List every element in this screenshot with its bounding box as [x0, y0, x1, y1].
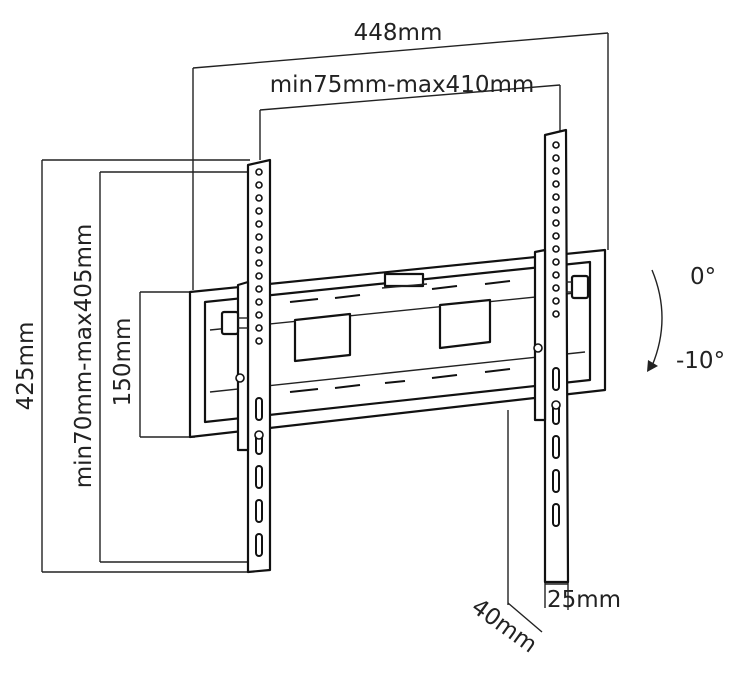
- tilt-max-label: 0°: [690, 264, 716, 290]
- overall-height-label: 425mm: [13, 322, 39, 411]
- left-knob: [220, 310, 240, 336]
- tilt-arc: [651, 269, 663, 367]
- right-knob: [570, 274, 590, 300]
- hole-spacing-h-line: [259, 84, 561, 111]
- width-dimension-line: [192, 32, 609, 69]
- tilt-min-label: -10°: [676, 348, 725, 374]
- overall-width-label: 448mm: [354, 20, 443, 46]
- hole-spacing-vertical-label: min70mm-max405mm: [71, 224, 97, 489]
- tilt-indicator: [647, 269, 663, 372]
- bracket-depth-label: 25mm: [547, 587, 621, 613]
- tilt-arrow-icon: [647, 360, 658, 372]
- right-arm: [533, 128, 590, 584]
- plate-height-label: 150mm: [110, 318, 136, 407]
- wall-plate: [188, 248, 607, 439]
- hole-spacing-horizontal-label: min75mm-max410mm: [270, 72, 535, 98]
- dimension-lines: [41, 32, 609, 633]
- total-depth-label: 40mm: [466, 594, 541, 659]
- left-arm: [220, 158, 272, 574]
- depth-total-line: [507, 602, 543, 633]
